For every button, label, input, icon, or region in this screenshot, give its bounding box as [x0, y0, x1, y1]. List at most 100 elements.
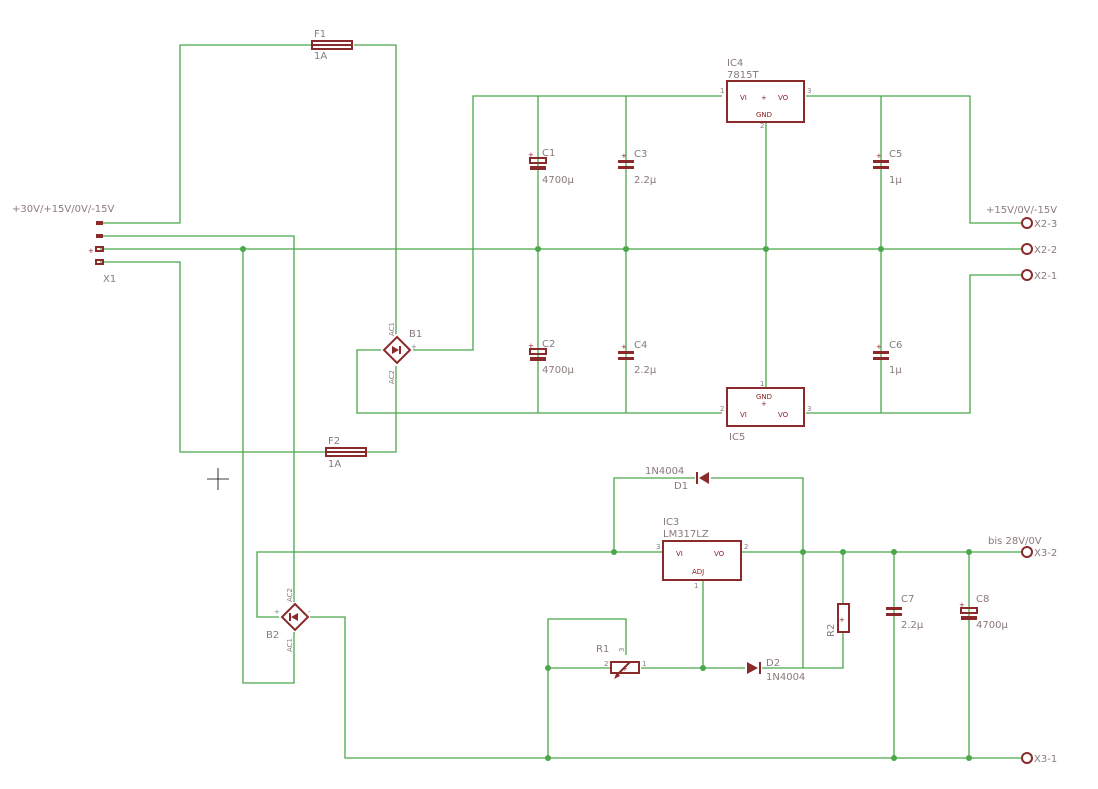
c8-plus: +: [959, 601, 965, 609]
c8-value: 4700µ: [976, 620, 1008, 631]
ic4-pin-2: 2: [760, 122, 764, 130]
junctions: [240, 246, 972, 761]
capacitor-c7: C7 2.2µ: [886, 594, 924, 631]
ic4-pin-3: 3: [807, 87, 811, 95]
ic3-pin-1: 1: [694, 582, 698, 590]
ic3-pin-2: 2: [744, 543, 748, 551]
resistor-r2: + R2: [826, 603, 850, 637]
diode-d1: 1N4004 D1: [645, 466, 709, 492]
f1-name: F1: [314, 29, 326, 40]
c6-name: C6: [889, 340, 902, 351]
ic3-vo-pin: VO: [714, 550, 725, 558]
bridge-rectifier-b2: + - B2 AC2 AC1: [266, 588, 311, 652]
x1-signal: +30V/+15V/0V/-15V: [12, 204, 115, 215]
regulator-ic3: VI VO ADJ 3 2 1 IC3 LM317LZ: [656, 517, 748, 590]
r1-plus: +: [622, 665, 628, 673]
c5-value: 1µ: [889, 175, 902, 186]
c2-name: C2: [542, 339, 555, 350]
capacitor-c2: + C2 4700µ: [528, 339, 574, 376]
f2-value: 1A: [328, 459, 341, 470]
connector-x1: + +30V/+15V/0V/-15V X1: [12, 204, 116, 285]
b2-ac2: AC2: [286, 588, 294, 602]
x1-plus: +: [88, 247, 94, 255]
x3-2-label: X3-2: [1034, 548, 1057, 559]
c4-name: C4: [634, 340, 647, 351]
regulator-ic4: VI VO + GND 1 3 2 IC4 7815T: [720, 58, 811, 130]
ic4-gnd-pin: GND: [756, 111, 772, 119]
r1-pin-2: 2: [604, 660, 608, 668]
x2-signal: +15V/0V/-15V: [986, 205, 1057, 216]
b2-ac1: AC1: [286, 638, 294, 652]
c6-plus: +: [876, 343, 882, 351]
c4-plus: +: [621, 343, 627, 351]
b1-ac1: AC1: [388, 322, 396, 336]
d2-value: 1N4004: [766, 672, 805, 683]
ic5-plus: +: [761, 400, 767, 408]
x1-name: X1: [103, 274, 116, 285]
ic4-plus: +: [761, 94, 767, 102]
ic5-name: IC5: [729, 432, 745, 443]
ic5-pin-2: 2: [720, 405, 724, 413]
capacitor-c8: + C8 4700µ: [959, 594, 1008, 631]
ic5-vo-pin: VO: [778, 411, 789, 419]
c8-name: C8: [976, 594, 989, 605]
b2-name: B2: [266, 630, 279, 641]
c2-value: 4700µ: [542, 365, 574, 376]
r2-name: R2: [826, 624, 837, 637]
crosshair-cursor-icon: [207, 468, 229, 490]
r1-pin-1: 1: [642, 660, 646, 668]
c3-plus: +: [621, 152, 627, 160]
ic4-vo-pin: VO: [778, 94, 789, 102]
b2-minus: -: [308, 608, 311, 616]
x3-signal: bis 28V/0V: [988, 536, 1042, 547]
potentiometer-r1: + 2 1 3 R1: [596, 644, 646, 679]
r1-pin-3: 3: [618, 648, 626, 652]
b1-ac2: AC2: [388, 370, 396, 384]
r2-plus: +: [839, 616, 845, 624]
d1-value: 1N4004: [645, 466, 684, 477]
b1-plus: +: [411, 343, 417, 351]
c5-name: C5: [889, 149, 902, 160]
fuse-f2: F2 1A: [325, 436, 367, 470]
x2-3-label: X2-3: [1034, 219, 1057, 230]
c1-name: C1: [542, 148, 555, 159]
capacitor-c4: + C4 2.2µ: [618, 340, 657, 376]
c4-value: 2.2µ: [634, 365, 657, 376]
ic4-pin-1: 1: [720, 87, 724, 95]
c2-plus: +: [528, 342, 534, 350]
ic3-name: IC3: [663, 517, 679, 528]
fuse-f1: F1 1A: [311, 29, 353, 62]
ic4-name: IC4: [727, 58, 743, 69]
r1-name: R1: [596, 644, 609, 655]
c1-value: 4700µ: [542, 175, 574, 186]
x2-1-label: X2-1: [1034, 271, 1057, 282]
c7-name: C7: [901, 594, 914, 605]
ic5-pin-1: 1: [760, 380, 764, 388]
capacitor-c6: + C6 1µ: [873, 340, 902, 376]
c6-value: 1µ: [889, 365, 902, 376]
connector-x3: X3-2 X3-1 bis 28V/0V: [988, 536, 1057, 765]
ic4-vi-pin: VI: [740, 94, 747, 102]
wires: [100, 44, 1022, 759]
c5-plus: +: [876, 152, 882, 160]
c3-value: 2.2µ: [634, 175, 657, 186]
capacitor-c5: + C5 1µ: [873, 149, 902, 186]
c1-plus: +: [528, 151, 534, 159]
b2-plus: +: [274, 608, 280, 616]
ic3-value: LM317LZ: [663, 529, 709, 540]
regulator-ic5: VI VO GND + 1 2 3 IC5: [720, 380, 811, 443]
x2-2-label: X2-2: [1034, 245, 1057, 256]
diode-d2: D2 1N4004: [747, 658, 805, 683]
ic3-vi-pin: VI: [676, 550, 683, 558]
capacitor-c3: + C3 2.2µ: [618, 149, 657, 186]
b1-name: B1: [409, 329, 422, 340]
x3-1-label: X3-1: [1034, 754, 1057, 765]
d2-name: D2: [766, 658, 780, 669]
capacitor-c1: + C1 4700µ: [528, 148, 574, 186]
f2-name: F2: [328, 436, 340, 447]
ic3-pin-3: 3: [656, 543, 660, 551]
d1-name: D1: [674, 481, 688, 492]
bridge-rectifier-b1: - + B1 AC1 AC2: [379, 322, 422, 384]
ic3-adj-pin: ADJ: [692, 568, 704, 576]
